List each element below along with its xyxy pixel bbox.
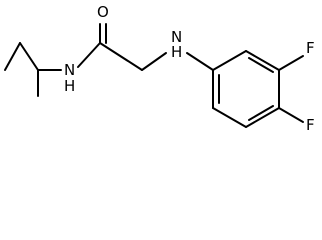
atom-label-fluorine-4: F <box>306 116 315 134</box>
atom-label-amide-oxygen: O <box>97 3 109 21</box>
bond-ch2-amine-n <box>141 52 167 71</box>
atom-label-amide-hydrogen: H <box>64 77 75 95</box>
ring-bond-c5-c6 <box>212 107 247 128</box>
bond-ethyl-ch2-ch <box>19 42 39 71</box>
ring-bond-c4-c5 <box>245 107 280 128</box>
ring-double-c4-c5 <box>248 105 274 121</box>
bond-ethyl-ch3-ch2 <box>4 42 21 71</box>
bond-carbonyl-c-ch2 <box>99 42 143 71</box>
bond-c4-fluorine <box>278 107 304 123</box>
ring-bond-c2-c3 <box>245 50 280 71</box>
molecule-diagram: O N H N H F F <box>4 3 315 134</box>
atom-label-amide-nitrogen: N <box>64 61 75 79</box>
bond-c3-fluorine <box>278 55 304 71</box>
atom-label-amine-hydrogen: H <box>171 43 182 61</box>
bond-amine-n-ring <box>186 52 214 71</box>
ring-bond-c1-c2 <box>212 50 247 71</box>
atom-label-fluorine-3: F <box>306 39 315 57</box>
bond-amide-n-carbonyl-c <box>77 42 101 68</box>
atom-label-amine-nitrogen: N <box>171 28 182 46</box>
structure-canvas: O N H N H F F <box>4 3 315 134</box>
ring-double-c2-c3 <box>248 57 274 73</box>
